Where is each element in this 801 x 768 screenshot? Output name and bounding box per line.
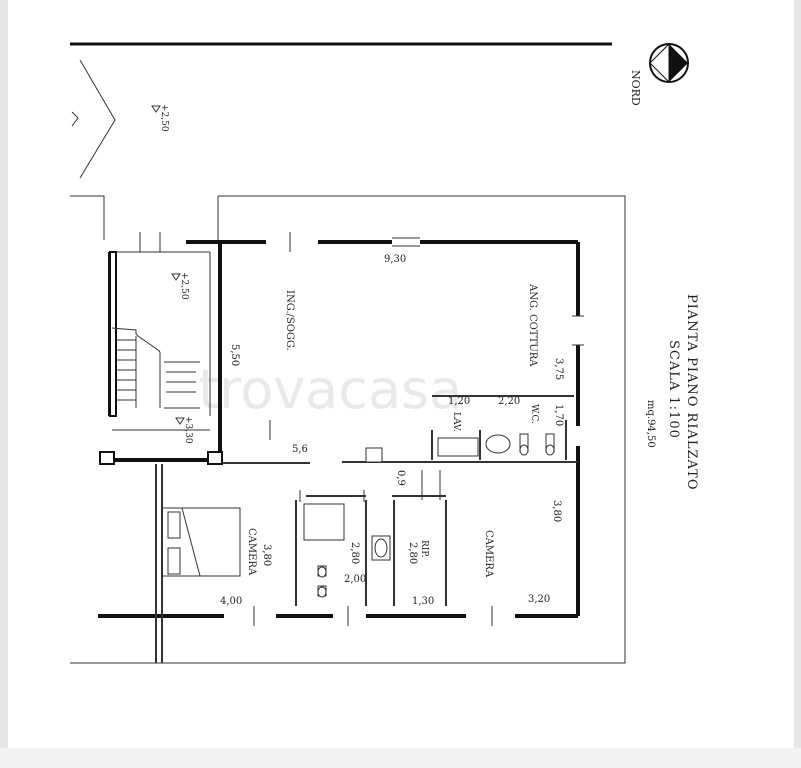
exterior-walls — [98, 240, 580, 618]
interior-walls — [155, 395, 578, 663]
level-marker-stair: +2,50 — [171, 272, 189, 300]
dim-bath-height: 2,80 — [349, 542, 360, 564]
site-boundary — [70, 195, 626, 664]
dim-living-height: 5,50 — [229, 344, 240, 366]
dim-wc-height: 1,70 — [553, 404, 564, 426]
dim-right-room-height: 3,80 — [551, 500, 562, 522]
dim-top-width: 9,30 — [384, 254, 406, 265]
site-boundary-left — [70, 195, 105, 240]
stair — [99, 251, 223, 465]
plan-area: mq.94,50 — [645, 400, 656, 448]
north-label: NORD — [629, 70, 642, 106]
screen-bottom-border — [0, 748, 801, 768]
dim-door-gap: 0,9 — [395, 470, 406, 486]
dim-hall-width: 5,6 — [292, 444, 308, 455]
outdoor-angle — [79, 59, 116, 179]
dim-lav-width: 1,20 — [448, 396, 470, 407]
bed — [161, 507, 241, 577]
svg-text:+2,50: +2,50 — [159, 104, 169, 132]
dim-left-room-height: 3,80 — [261, 544, 272, 566]
room-label-laundry: LAV. — [451, 412, 461, 432]
watermark: trovacasa — [198, 358, 462, 421]
room-label-kitchen: ANG. COTTURA — [527, 283, 538, 367]
room-label-living: ING./SOGG. — [284, 290, 295, 351]
dim-storage-width: 1,30 — [412, 596, 434, 607]
screen-right-border — [794, 0, 801, 768]
door-ticks — [269, 420, 441, 502]
room-label-bedroom-left: CAMERA — [246, 528, 257, 576]
dim-right-room-width: 3,20 — [528, 594, 550, 605]
level-marker-landing: +3,30 — [175, 416, 193, 444]
dim-right-height: 3,75 — [553, 358, 564, 380]
window-ticks — [139, 232, 584, 626]
svg-text:+3,30: +3,30 — [183, 416, 193, 444]
plan-title: PIANTA PIANO RIALZATO — [684, 294, 699, 491]
north-arrow-icon — [649, 42, 689, 84]
svg-text:+2,50: +2,50 — [179, 272, 189, 300]
room-label-wc: W.C. — [529, 404, 539, 424]
dim-storage-height: 2,80 — [407, 542, 418, 564]
dim-left-room-width: 4,00 — [220, 596, 242, 607]
screen-left-border — [0, 0, 8, 768]
dim-wc-width: 2,20 — [498, 396, 520, 407]
room-label-storage: RIP. — [419, 540, 429, 558]
plan-scale: SCALA 1:100 — [666, 340, 681, 439]
level-marker-outside: +2,50 — [151, 104, 169, 132]
room-label-bedroom-right: CAMERA — [483, 530, 494, 578]
outdoor-arrow — [71, 111, 79, 127]
bathroom-fixtures — [303, 433, 555, 598]
dim-bath-width: 2,00 — [344, 574, 366, 585]
